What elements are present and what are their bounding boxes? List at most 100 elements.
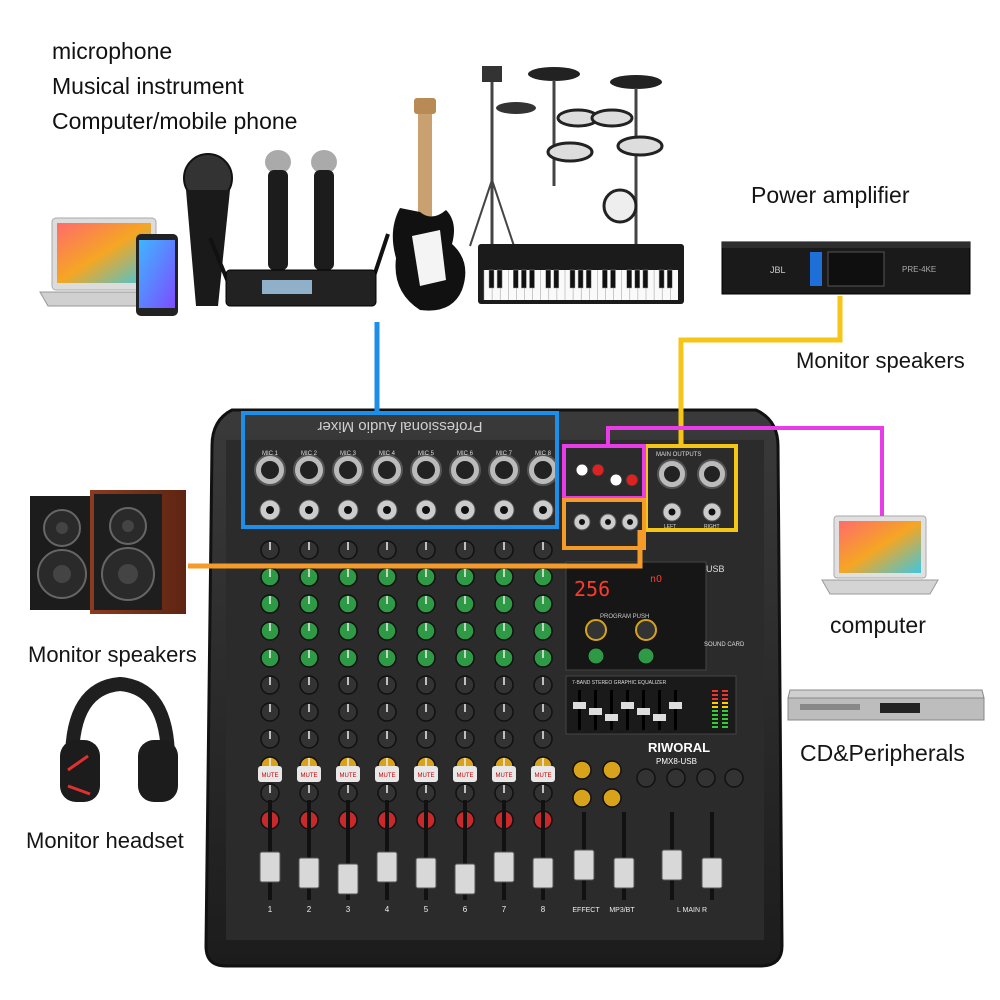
rca-jack xyxy=(575,463,589,477)
led-display-secondary: nO xyxy=(650,574,662,585)
mute-label: MUTE xyxy=(301,773,318,779)
level-meter-led xyxy=(712,722,718,724)
master-fader-cap xyxy=(701,857,723,889)
master-knob xyxy=(572,788,592,808)
channel-number: 8 xyxy=(541,905,546,914)
monitor-speakers-left-label: Monitor speakers xyxy=(28,642,197,667)
level-meter-led xyxy=(722,690,728,692)
mic-channel-label: MIC 8 xyxy=(535,451,552,457)
xlr-output-hole xyxy=(664,466,680,482)
monitor-out-highlight-box xyxy=(562,498,646,550)
mic-channel-label: MIC 2 xyxy=(301,451,318,457)
keyboard-black-key xyxy=(634,269,641,289)
master-fader-cap xyxy=(661,849,683,881)
level-meter-led xyxy=(722,718,728,720)
mute-label: MUTE xyxy=(457,773,474,779)
mute-label: MUTE xyxy=(496,773,513,779)
eq-slider-slot xyxy=(610,690,613,730)
fader-slot xyxy=(385,800,389,900)
computer-connection-line xyxy=(606,426,884,516)
eq-slider-cap xyxy=(605,714,618,721)
fader-cap xyxy=(259,851,281,883)
main-outputs-label: MAIN OUTPUTS xyxy=(656,452,701,458)
eq-slider-slot xyxy=(658,690,661,730)
eq-slider-slot xyxy=(626,690,629,730)
program-knob xyxy=(635,619,657,641)
keyboard-black-key xyxy=(658,269,665,289)
source-label-instrument: Musical instrument xyxy=(52,73,244,99)
channel-number: 3 xyxy=(346,905,351,914)
fader-cap xyxy=(337,863,359,895)
mute-button xyxy=(375,766,399,782)
keyboard-black-key xyxy=(529,269,535,289)
usb-label: USB xyxy=(706,564,725,574)
cd-peripherals-label: CD&Peripherals xyxy=(800,740,965,766)
xlr-input-hole xyxy=(417,461,435,479)
level-meter-led xyxy=(722,722,728,724)
keyboard-black-key xyxy=(585,269,592,289)
master-knob xyxy=(602,760,622,780)
keyboard-black-key xyxy=(610,269,616,289)
input-highlight-box xyxy=(241,411,559,529)
channel-number: 6 xyxy=(463,905,468,914)
line-input-hole xyxy=(383,506,391,514)
master-fader-label: L MAIN R xyxy=(677,907,707,914)
level-meter-led xyxy=(712,690,718,692)
mute-label: MUTE xyxy=(262,773,279,779)
line-input-hole xyxy=(539,506,547,514)
keyboard-black-key xyxy=(488,269,495,289)
fader-slot xyxy=(463,800,467,900)
line-input-hole xyxy=(344,506,352,514)
equalizer-label: 7-BAND STEREO GRAPHIC EQUALIZER xyxy=(572,680,667,686)
channel-number: 7 xyxy=(502,905,507,914)
fader-slot xyxy=(502,800,506,900)
electronic-keyboard-icon xyxy=(478,244,684,304)
xlr-input-hole xyxy=(456,461,474,479)
fader-slot xyxy=(424,800,428,900)
keyboard-black-key xyxy=(626,269,632,289)
keyboard-black-key xyxy=(602,269,608,289)
keyboard-black-key xyxy=(553,269,560,289)
keyboard-black-key xyxy=(642,269,649,289)
xlr-input-hole xyxy=(339,461,357,479)
master-fader-cap xyxy=(573,849,595,881)
computer-label: computer xyxy=(830,612,926,638)
monitor-speakers-top-label: Monitor speakers xyxy=(796,348,965,373)
keyboard-black-key xyxy=(513,269,519,289)
laptop-source-icon xyxy=(39,217,169,307)
eq-slider-slot xyxy=(578,690,581,730)
monitor-speakers-icon xyxy=(30,490,186,614)
mute-button xyxy=(531,766,555,782)
fader-slot xyxy=(268,800,272,900)
source-label-microphone: microphone xyxy=(52,38,173,64)
led-display: 256 xyxy=(574,577,610,601)
computer-icon xyxy=(821,515,939,595)
channel-number: 4 xyxy=(385,905,390,914)
mixer-model: PMX8-USB xyxy=(656,757,697,766)
microphone-icon xyxy=(183,153,233,306)
rca-jack xyxy=(625,473,639,487)
mic-channel-label: MIC 7 xyxy=(496,451,513,457)
channel-number: 5 xyxy=(424,905,429,914)
master-fader-label: MP3/BT xyxy=(609,907,635,914)
electric-guitar-icon xyxy=(392,98,466,311)
wireless-mic-receiver-icon xyxy=(208,150,390,307)
master-fader-cap xyxy=(613,857,635,889)
mic-channel-label: MIC 5 xyxy=(418,451,435,457)
xlr-input-hole xyxy=(261,461,279,479)
sound-card-label: SOUND CARD xyxy=(704,642,745,648)
left-output-label: LEFT xyxy=(664,524,676,530)
level-meter-led xyxy=(712,706,718,708)
rca-jack xyxy=(609,473,623,487)
fader-slot xyxy=(541,800,545,900)
mic-channel-label: MIC 4 xyxy=(379,451,396,457)
keyboard-black-key xyxy=(569,269,576,289)
fader-cap xyxy=(493,851,515,883)
power-amplifier-icon: JBL PRE-4KE xyxy=(721,241,971,295)
mic-channel-label: MIC 1 xyxy=(262,451,279,457)
mic-channel-label: MIC 3 xyxy=(340,451,357,457)
mute-label: MUTE xyxy=(418,773,435,779)
phones-jack-hole xyxy=(579,519,585,525)
